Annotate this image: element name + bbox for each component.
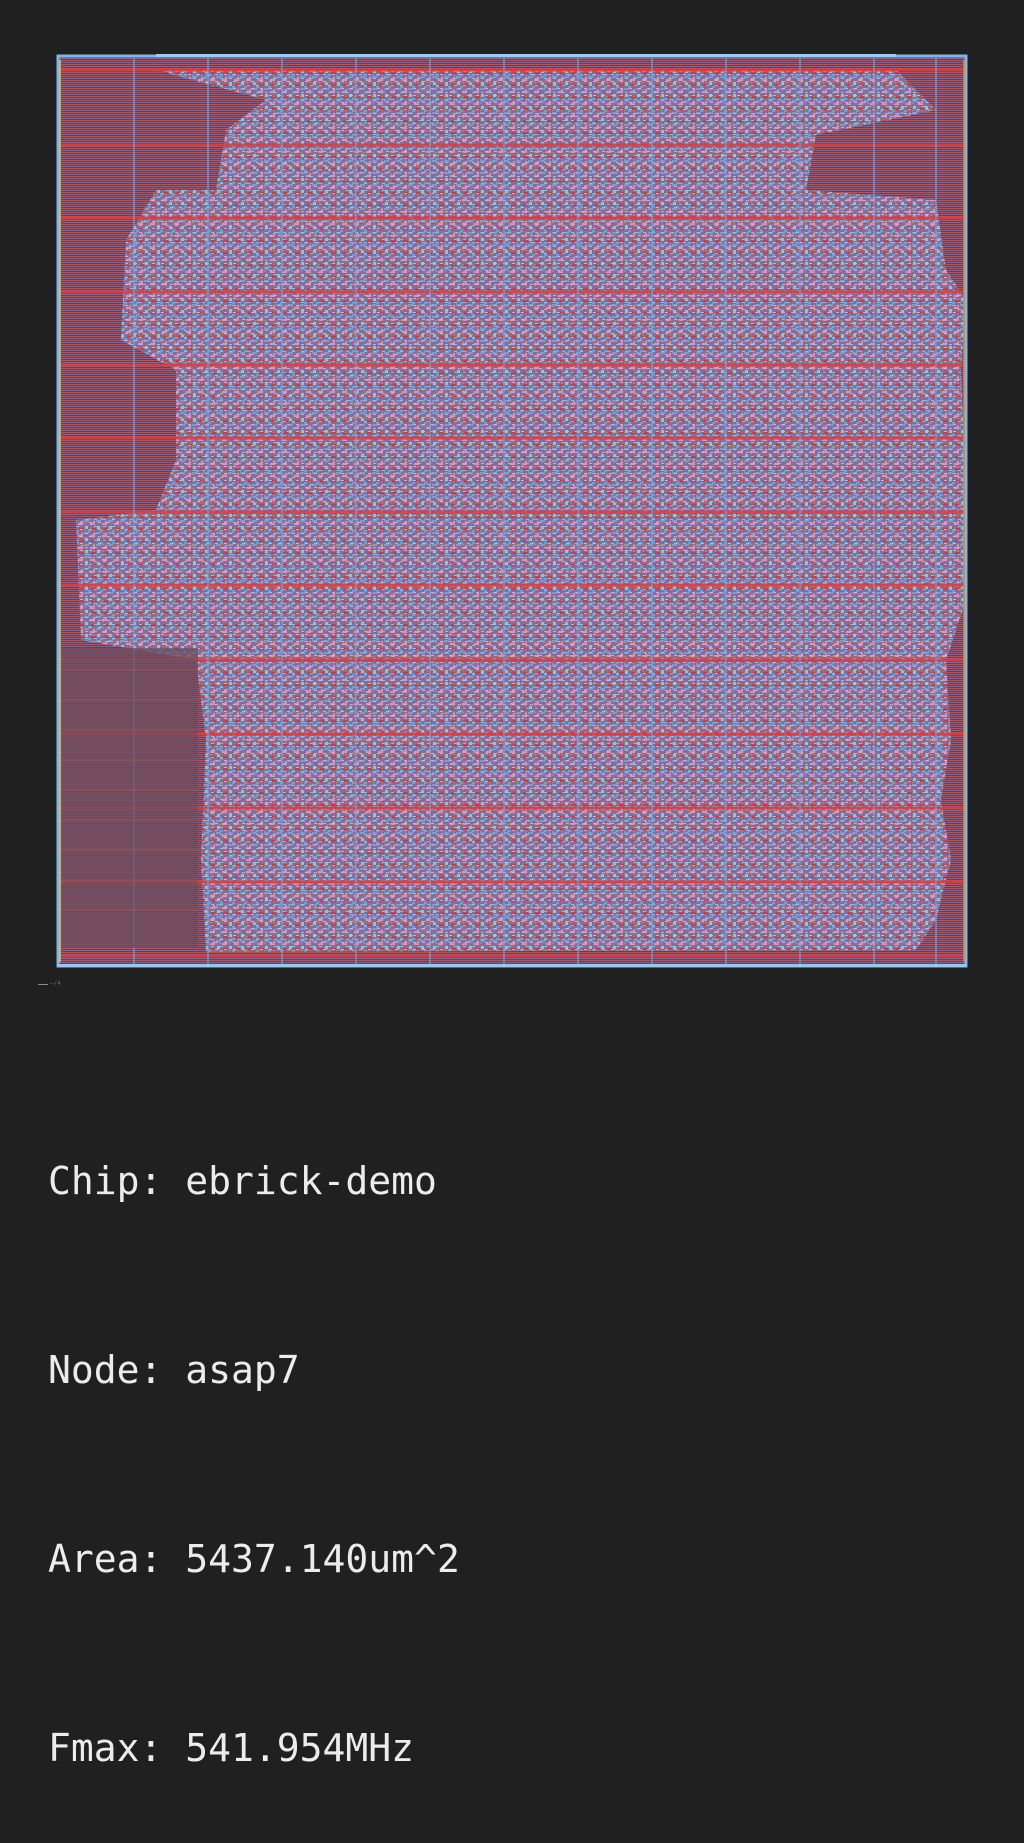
area-line: Area: 5437.140um^2 [48,1528,460,1591]
scale-bar [38,984,48,985]
fmax-label: Fmax: [48,1726,163,1770]
chip-info-panel: Chip: ebrick-demo Node: asap7 Area: 5437… [48,1024,460,1843]
chip-layout-image [56,54,968,968]
node-value: asap7 [185,1348,300,1392]
chip-label: Chip: [48,1159,163,1203]
fmax-line: Fmax: 541.954MHz [48,1717,460,1780]
power-straps-horizontal [60,68,964,958]
macro-block [62,648,198,948]
node-line: Node: asap7 [48,1339,460,1402]
fmax-value: 541.954MHz [185,1726,415,1770]
area-label: Area: [48,1537,163,1581]
io-pins [58,54,966,967]
node-label: Node: [48,1348,163,1392]
power-straps-vertical [133,58,937,964]
area-value: 5437.140um^2 [185,1537,460,1581]
scale-bar-label: —/4 [50,980,61,987]
chip-name-line: Chip: ebrick-demo [48,1150,460,1213]
chip-layout-view: —/4 [36,40,976,990]
chip-value: ebrick-demo [185,1159,437,1203]
